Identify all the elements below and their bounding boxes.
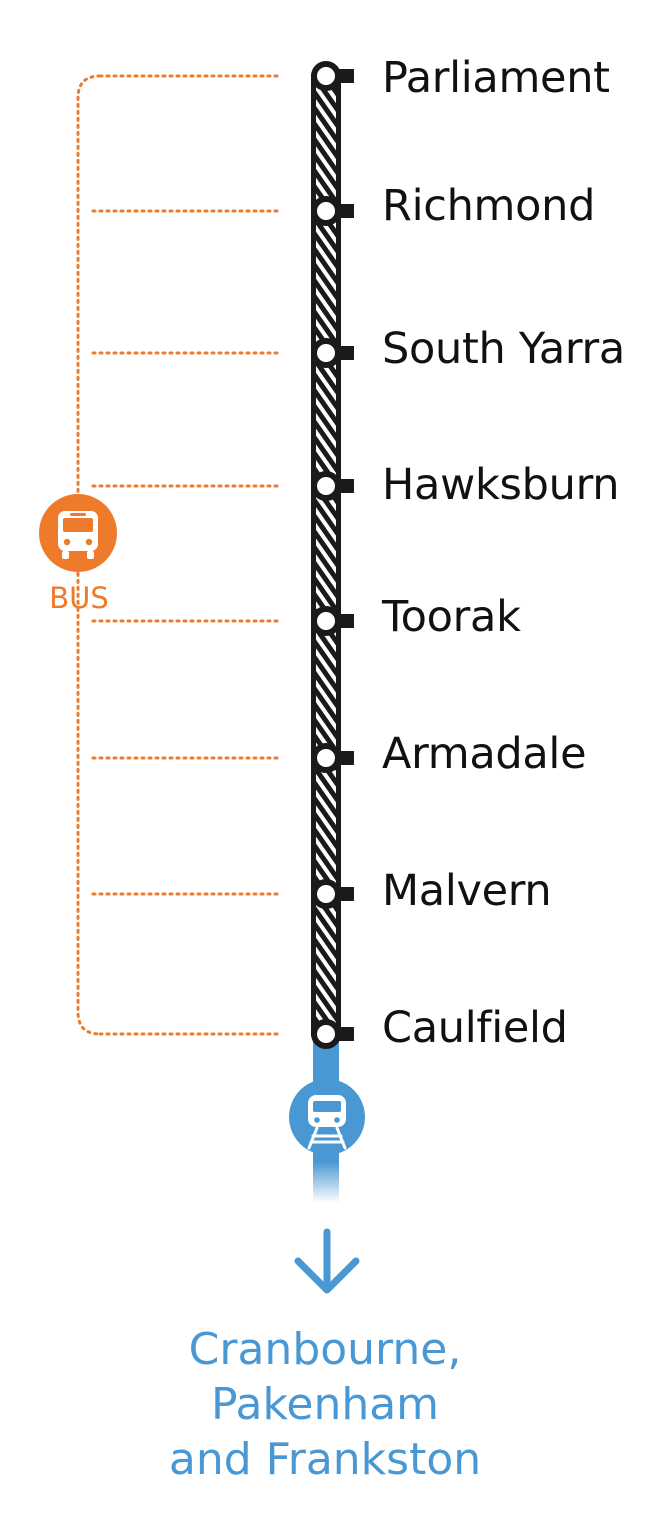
arrow-down-icon bbox=[294, 1228, 360, 1294]
station-marker bbox=[311, 1019, 354, 1049]
station-hawksburn: Hawksburn bbox=[382, 460, 620, 510]
station-toorak: Toorak bbox=[382, 592, 521, 642]
station-marker bbox=[311, 606, 354, 636]
station-armadale: Armadale bbox=[382, 729, 587, 779]
station-marker bbox=[311, 196, 354, 226]
destination-line-1: Cranbourne, bbox=[188, 1324, 462, 1375]
station-caulfield: Caulfield bbox=[382, 1003, 568, 1053]
station-malvern: Malvern bbox=[382, 866, 552, 916]
destination-line-3: and Frankston bbox=[168, 1434, 482, 1485]
destination-line-2: Pakenham bbox=[210, 1379, 440, 1430]
train-icon bbox=[289, 1079, 365, 1155]
station-marker bbox=[311, 879, 354, 909]
bus-label: BUS bbox=[49, 581, 109, 615]
station-marker bbox=[311, 471, 354, 501]
station-richmond: Richmond bbox=[382, 181, 596, 231]
station-south-yarra: South Yarra bbox=[382, 324, 625, 374]
station-marker bbox=[311, 743, 354, 773]
rail-line bbox=[316, 76, 336, 1034]
station-marker bbox=[311, 338, 354, 368]
station-parliament: Parliament bbox=[382, 53, 610, 103]
station-marker bbox=[311, 61, 354, 91]
station-markers bbox=[311, 61, 354, 1049]
destination-label: Cranbourne, Pakenham and Frankston bbox=[100, 1322, 550, 1487]
bus-icon bbox=[39, 494, 117, 572]
